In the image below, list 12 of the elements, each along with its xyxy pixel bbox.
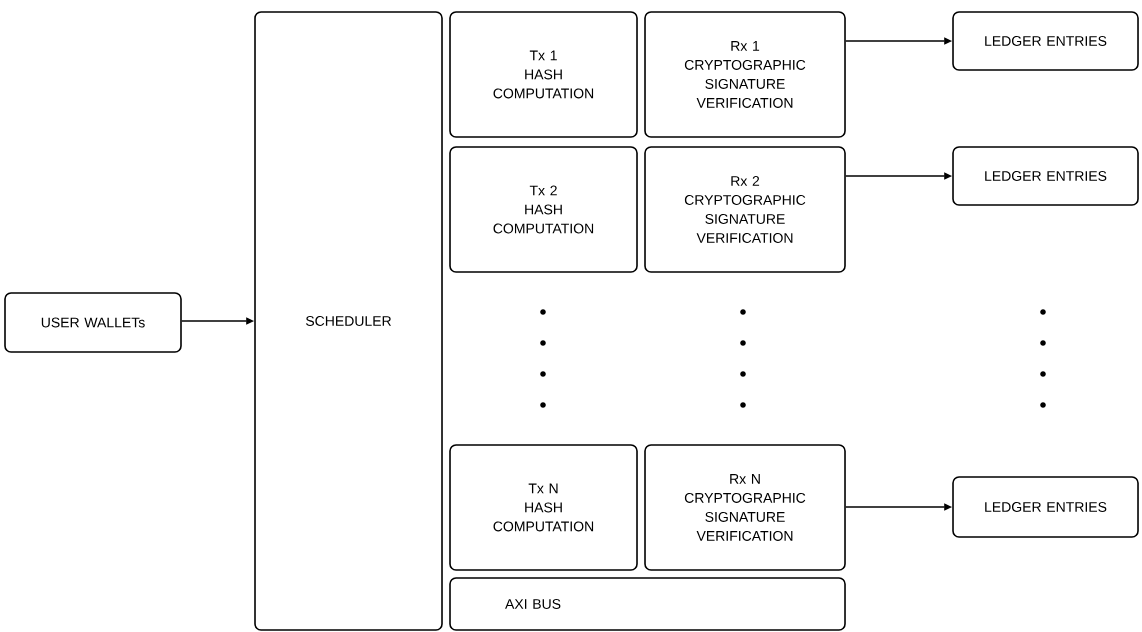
process-box: Rx 2 CRYPTOGRAPHIC SIGNATURE VERIFICATION (644, 146, 846, 273)
process-box: Tx 1 HASH COMPUTATION (449, 11, 638, 138)
process-box: LEDGER ENTRIES (952, 146, 1139, 206)
process-box: Tx N HASH COMPUTATION (449, 444, 638, 571)
process-box: Tx 2 HASH COMPUTATION (449, 146, 638, 273)
process-box: Rx N CRYPTOGRAPHIC SIGNATURE VERIFICATION (644, 444, 846, 571)
process-box: LEDGER ENTRIES (952, 11, 1139, 71)
process-box: LEDGER ENTRIES (952, 476, 1139, 538)
process-box: USER WALLETs (4, 292, 182, 353)
process-box: Rx 1 CRYPTOGRAPHIC SIGNATURE VERIFICATION (644, 11, 846, 138)
process-box: SCHEDULER (254, 11, 443, 631)
bus-box: AXI BUS (449, 577, 846, 631)
